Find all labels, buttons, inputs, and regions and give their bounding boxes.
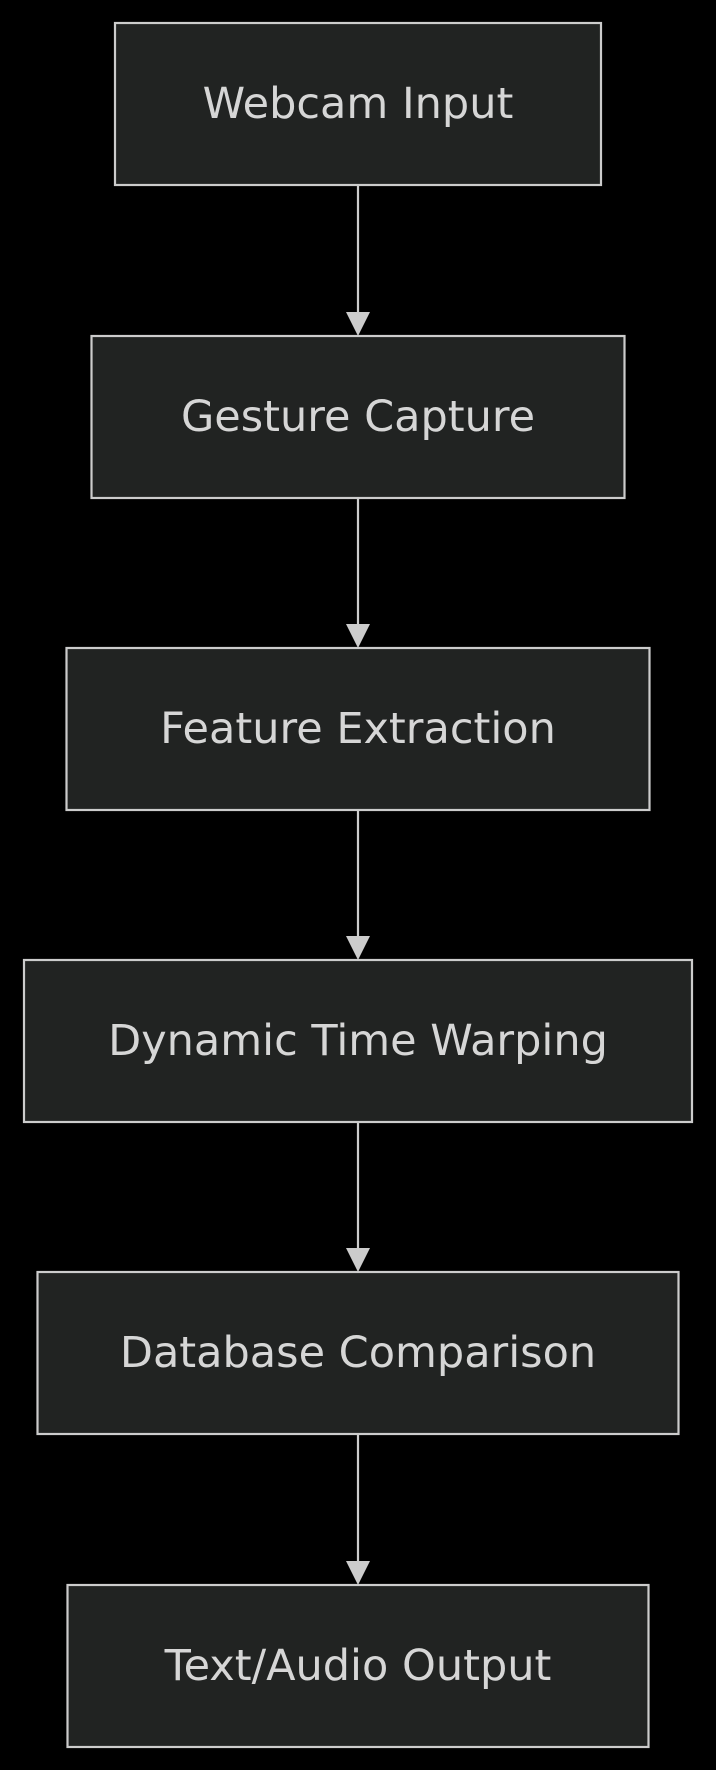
arrowhead-icon (346, 1248, 370, 1272)
node-box (22, 958, 694, 1124)
edge-webcam-input-to-gesture-capture (346, 185, 370, 336)
node-label: Gesture Capture (181, 392, 535, 442)
node-box (36, 1270, 680, 1436)
node-box (66, 1583, 650, 1749)
edge-gesture-capture-to-feature-extraction (346, 498, 370, 648)
arrowhead-icon (346, 624, 370, 648)
node-dynamic-time-warping: Dynamic Time Warping (22, 958, 694, 1124)
node-label: Webcam Input (203, 79, 514, 129)
flowchart-edges (346, 185, 370, 1585)
node-webcam-input: Webcam Input (113, 21, 603, 187)
node-feature-extraction: Feature Extraction (65, 646, 651, 812)
node-label: Text/Audio Output (164, 1641, 552, 1691)
node-text-audio-output: Text/Audio Output (66, 1583, 650, 1749)
node-box (113, 21, 603, 187)
edge-database-comparison-to-text-audio-output (346, 1434, 370, 1585)
node-label: Feature Extraction (160, 704, 556, 754)
node-box (65, 646, 651, 812)
arrowhead-icon (346, 312, 370, 336)
node-gesture-capture: Gesture Capture (90, 334, 626, 500)
node-box (90, 334, 626, 500)
edge-dynamic-time-warping-to-database-comparison (346, 1122, 370, 1272)
arrowhead-icon (346, 936, 370, 960)
node-database-comparison: Database Comparison (36, 1270, 680, 1436)
edge-feature-extraction-to-dynamic-time-warping (346, 810, 370, 960)
arrowhead-icon (346, 1561, 370, 1585)
node-label: Database Comparison (120, 1328, 596, 1378)
node-label: Dynamic Time Warping (108, 1016, 608, 1066)
